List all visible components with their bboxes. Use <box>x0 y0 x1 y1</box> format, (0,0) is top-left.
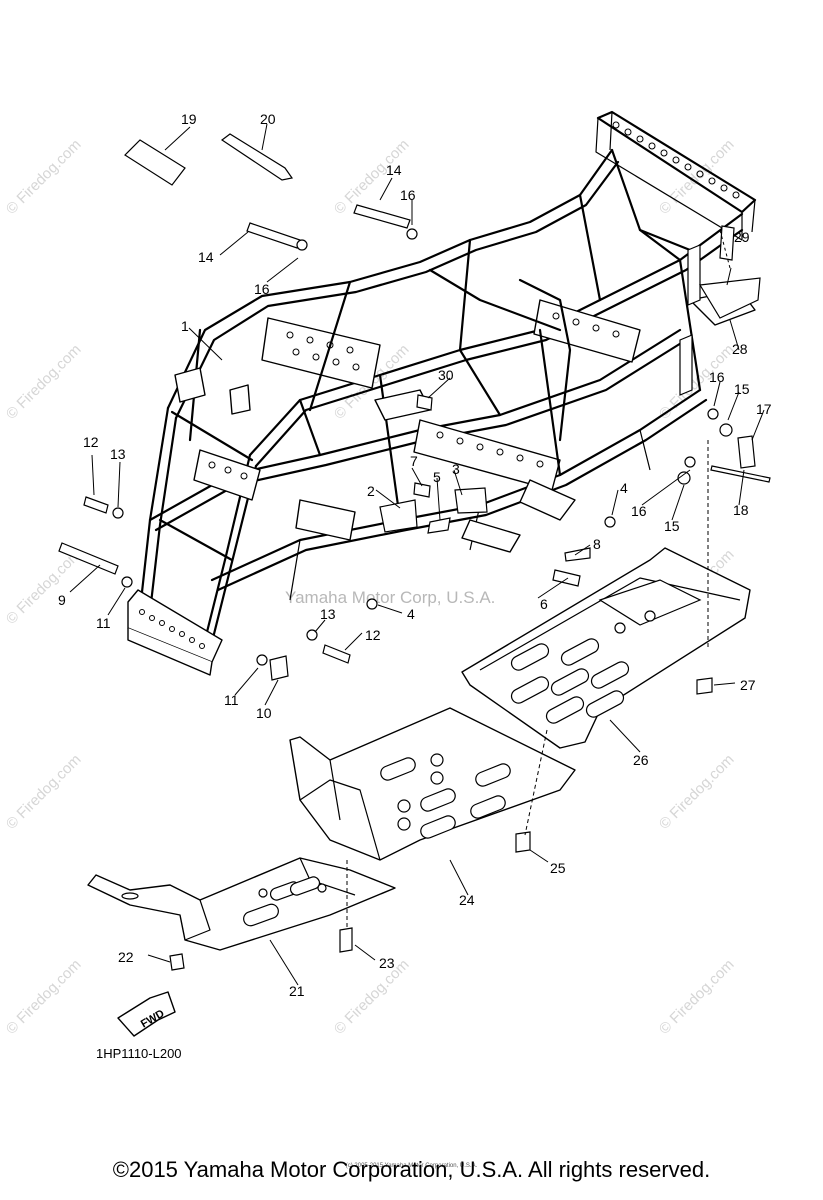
tiny-copyright: (c) 2005-2015 Yamaha Motor Corporation, … <box>345 1163 478 1169</box>
callout-29: 29 <box>734 229 750 245</box>
callout-26: 26 <box>633 752 649 768</box>
callout-19: 19 <box>181 111 197 127</box>
callout-7: 7 <box>410 453 418 469</box>
callout-13: 13 <box>320 606 336 622</box>
callout-16: 16 <box>631 503 647 519</box>
callout-25: 25 <box>550 860 566 876</box>
callout-3: 3 <box>452 461 460 477</box>
callout-1: 1 <box>181 318 189 334</box>
callout-8: 8 <box>593 536 601 552</box>
callout-5: 5 <box>433 469 441 485</box>
callout-10: 10 <box>256 705 272 721</box>
callout-11: 11 <box>224 692 239 708</box>
watermark: © Firedog.com <box>331 956 413 1038</box>
callout-4: 4 <box>620 480 628 496</box>
callout-16: 16 <box>709 369 725 385</box>
callout-21: 21 <box>289 983 305 999</box>
center-watermark: Yamaha Motor Corp, U.S.A. <box>285 588 495 607</box>
callout-13: 13 <box>110 446 126 462</box>
callout-20: 20 <box>260 111 276 127</box>
callout-11: 11 <box>96 615 111 631</box>
callout-27: 27 <box>740 677 756 693</box>
callout-numbers: 1 2 3 4 4 5 6 7 8 9 10 11 11 12 12 13 13… <box>58 111 772 999</box>
callout-12: 12 <box>365 627 381 643</box>
skid-plate-21 <box>87 857 396 951</box>
watermark: © Firedog.com <box>3 956 85 1038</box>
diagram-code: 1HP1110-L200 <box>96 1046 182 1061</box>
callout-2: 2 <box>367 483 375 499</box>
watermark: © Firedog.com <box>656 956 738 1038</box>
leader-lines <box>69 123 765 986</box>
skid-plate-26 <box>461 547 751 749</box>
callout-12: 12 <box>83 434 99 450</box>
main-frame <box>127 110 757 676</box>
callout-14: 14 <box>386 162 402 178</box>
watermark: © Firedog.com <box>3 341 85 423</box>
fwd-arrow: FWD <box>117 991 176 1037</box>
callout-24: 24 <box>459 892 475 908</box>
watermark: © Firedog.com <box>3 136 85 218</box>
callout-17: 17 <box>756 401 772 417</box>
callout-6: 6 <box>540 596 548 612</box>
callout-9: 9 <box>58 592 66 608</box>
watermark: © Firedog.com <box>656 751 738 833</box>
callout-28: 28 <box>732 341 748 357</box>
small-parts <box>58 133 771 971</box>
callout-18: 18 <box>733 502 749 518</box>
skid-plate-24 <box>289 707 576 861</box>
watermark: © Firedog.com <box>656 136 738 218</box>
callout-16: 16 <box>400 187 416 203</box>
copyright-footer: ©2015 Yamaha Motor Corporation, U.S.A. A… <box>112 1157 711 1182</box>
watermark: © Firedog.com <box>3 751 85 833</box>
callout-22: 22 <box>118 949 134 965</box>
callout-23: 23 <box>379 955 395 971</box>
callout-14: 14 <box>198 249 214 265</box>
watermark: © Firedog.com <box>3 546 85 628</box>
callout-4: 4 <box>407 606 415 622</box>
callout-16: 16 <box>254 281 270 297</box>
callout-15: 15 <box>734 381 750 397</box>
callout-15: 15 <box>664 518 680 534</box>
callout-30: 30 <box>438 367 454 383</box>
